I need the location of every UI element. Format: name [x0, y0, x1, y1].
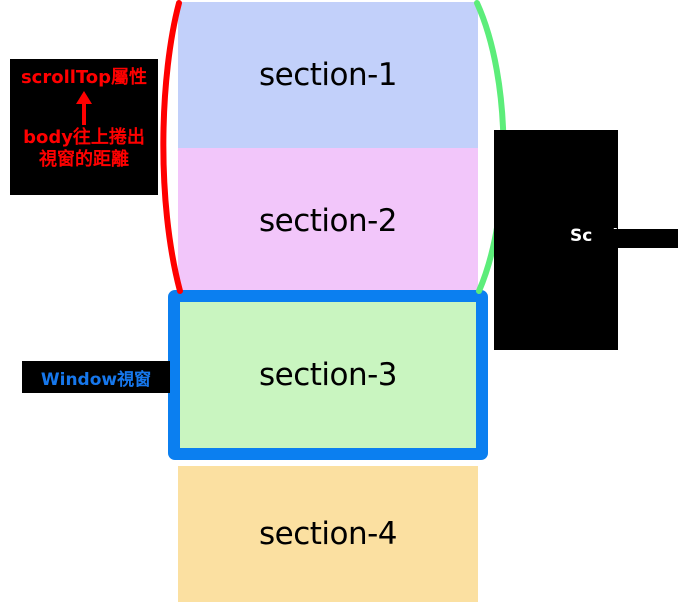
scroll-label-occluder: [592, 229, 678, 248]
section-block-1: section-1: [178, 2, 478, 148]
section-4-label: section-4: [258, 516, 398, 552]
window-annotation-box: Window視窗: [22, 361, 170, 393]
scrolltop-annotation-title: scrollTop屬性: [20, 67, 148, 88]
window-viewport-frame: section-3: [168, 290, 488, 460]
window-annotation-label: Window視窗: [40, 369, 152, 390]
section-block-4: section-4: [178, 466, 478, 602]
section-1-label: section-1: [258, 57, 398, 93]
scrolltop-annotation-line3: 視窗的距離: [39, 149, 129, 170]
section-block-2: section-2: [178, 148, 478, 293]
section-2-label: section-2: [258, 202, 398, 239]
section-3-label: section-3: [258, 357, 398, 393]
up-arrow-icon: [76, 91, 92, 125]
scrolltop-annotation-line2: body往上捲出: [23, 127, 145, 148]
scrolltop-annotation-box: scrollTop屬性 body往上捲出 視窗的距離: [10, 59, 158, 195]
section-block-3: section-3: [180, 302, 476, 448]
